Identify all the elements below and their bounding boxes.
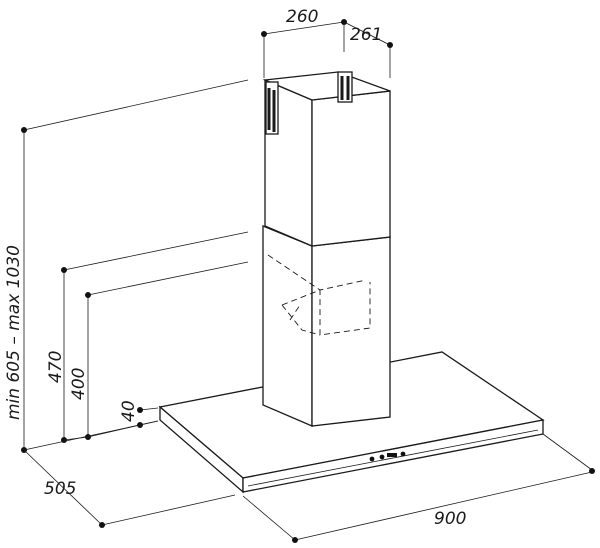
dim-line-505	[23, 449, 103, 526]
control-button-icon	[400, 451, 406, 457]
chimney-upper-top-face	[262, 71, 391, 101]
control-slider-icon	[387, 453, 397, 457]
dimension-labels: 260 261 min 605 – max 1030 470 400 40 50…	[4, 7, 466, 529]
label-height-470: 470	[46, 351, 66, 383]
chimney-lower	[262, 225, 391, 427]
bracket-left-icon	[265, 81, 279, 135]
dim-line-261	[343, 21, 391, 46]
label-canopy-width: 900	[434, 509, 466, 529]
control-panel	[369, 451, 406, 462]
dim-line-40	[139, 407, 159, 411]
canopy-front-edge	[247, 429, 539, 487]
chimney-upper	[262, 71, 391, 247]
label-canopy-thickness: 40	[119, 400, 139, 422]
chimney-lower-front-face	[311, 236, 391, 427]
hidden-motor-outline	[281, 304, 321, 336]
label-chimney-depth: 261	[350, 25, 382, 45]
dim-line-900	[242, 495, 296, 541]
chimney-lower-left-face	[262, 225, 313, 427]
control-button-icon	[379, 454, 385, 460]
label-chimney-width: 260	[286, 7, 318, 27]
label-height-400: 400	[69, 368, 89, 400]
bracket-right-icon	[337, 71, 353, 103]
dimension-lines	[21, 19, 595, 543]
label-height-range: min 605 – max 1030	[4, 245, 24, 420]
control-button-icon	[369, 456, 375, 462]
label-canopy-depth: 505	[44, 479, 76, 499]
dim-line-260	[263, 21, 345, 35]
hidden-motor-outline	[289, 304, 301, 321]
chimney-upper-front-face	[311, 90, 391, 247]
